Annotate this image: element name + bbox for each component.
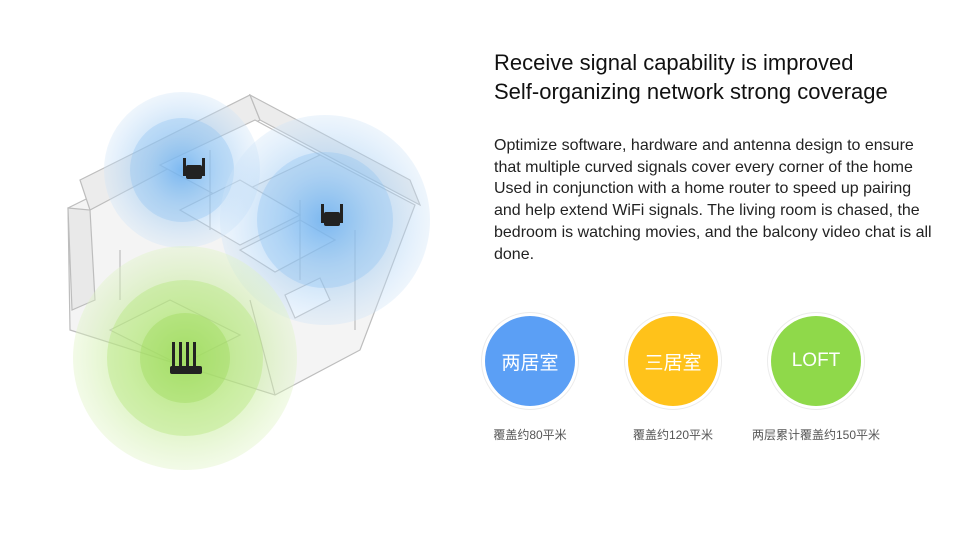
badge-two-bedroom: 两居室 覆盖约80平米: [455, 312, 605, 443]
description: Optimize software, hardware and antenna …: [494, 135, 934, 265]
badge-three-bedroom: 三居室 覆盖约120平米: [598, 312, 748, 443]
badge-circle: 三居室: [624, 312, 722, 410]
blue-signal-left: [104, 92, 260, 248]
description-paragraph-1: Optimize software, hardware and antenna …: [494, 137, 914, 176]
badge-loft: LOFT 两层累计覆盖约150平米: [741, 312, 891, 443]
badge-circle: 两居室: [481, 312, 579, 410]
badge-circle: LOFT: [767, 312, 865, 410]
badge-caption: 覆盖约120平米: [632, 428, 714, 442]
extender-device-left: [183, 158, 205, 179]
headline: Receive signal capability is improved Se…: [494, 48, 944, 106]
extender-device-right: [321, 204, 343, 226]
headline-line-1: Receive signal capability is improved: [494, 50, 854, 75]
badge-caption: 覆盖约80平米: [493, 428, 567, 442]
home-coverage-illustration: [67, 92, 430, 470]
router-device: [170, 342, 202, 374]
green-signal: [73, 246, 297, 470]
description-paragraph-2: Used in conjunction with a home router t…: [494, 180, 932, 263]
headline-line-2: Self-organizing network strong coverage: [494, 79, 888, 104]
badge-caption: 两层累计覆盖约150平米: [751, 428, 881, 442]
